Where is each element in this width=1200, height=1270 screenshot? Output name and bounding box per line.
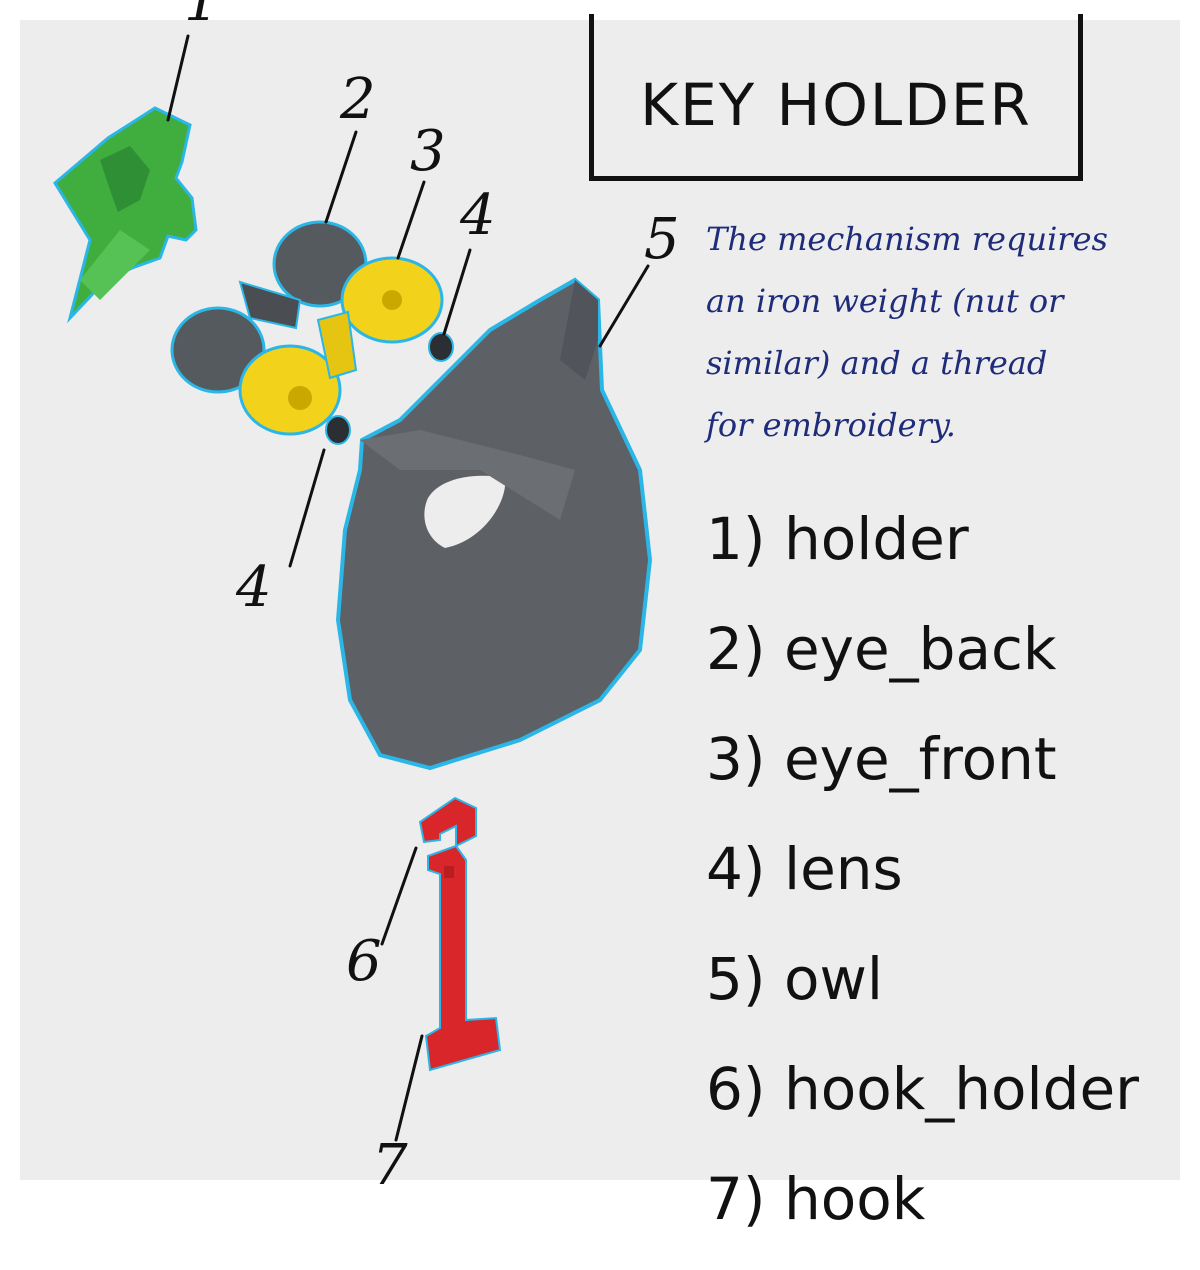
leader-line-7: [394, 1034, 424, 1142]
part-owl: [335, 277, 653, 771]
note-line: similar) and a thread: [706, 344, 1048, 382]
exploded-view-illustration: [20, 20, 1180, 1180]
hook-slot: [444, 866, 454, 878]
lens-right: [428, 332, 454, 362]
owl-ear: [560, 280, 598, 380]
holder-body: [53, 106, 198, 324]
leader-line-2: [324, 130, 358, 224]
eye-back-bridge: [238, 280, 302, 330]
leader-line-3: [396, 180, 426, 260]
note-line: The mechanism requires: [706, 220, 1108, 258]
part-hook: [424, 844, 502, 1072]
parts-list-item: 1) holder: [706, 505, 969, 573]
page-title: KEY HOLDER: [640, 71, 1032, 139]
parts-list-item: 5) owl: [706, 945, 884, 1013]
holder-detail: [100, 146, 150, 212]
holder-leg: [80, 230, 150, 300]
note-line: an iron weight (nut or: [706, 282, 1064, 320]
leader-line-5: [598, 264, 650, 348]
leader-line-1: [166, 34, 190, 122]
leader-line-4b: [288, 448, 326, 568]
parts-list-item: 6) hook_holder: [706, 1055, 1139, 1123]
part-hook-holder: [418, 796, 477, 848]
parts-list-item: 4) lens: [706, 835, 903, 903]
part-eye-front: [238, 256, 444, 436]
part-holder: [53, 106, 198, 324]
eye-front-left-hole: [288, 386, 312, 410]
leader-line-6: [380, 846, 418, 946]
parts-list-item: 7) hook: [706, 1165, 926, 1233]
eye-front-left: [238, 344, 342, 436]
parts-list-item: 2) eye_back: [706, 615, 1057, 683]
leader-lines: [166, 34, 650, 1142]
callout-7: 7: [372, 1133, 408, 1198]
callout-3: 3: [410, 119, 446, 184]
leader-line-4a: [442, 248, 472, 336]
parts-list: 1) holder 2) eye_back 3) eye_front 4) le…: [706, 500, 1139, 1270]
lens-left: [325, 415, 351, 445]
callout-4-right: 4: [460, 183, 496, 248]
callout-1: 1: [184, 0, 220, 34]
callout-5: 5: [644, 207, 680, 272]
eye-front-right-hole: [382, 290, 402, 310]
callout-2: 2: [340, 67, 376, 132]
eye-back-left: [170, 306, 266, 394]
eye-front-hinge: [316, 310, 358, 380]
owl-body: [335, 277, 653, 771]
mechanism-note: The mechanism requires an iron weight (n…: [706, 208, 1176, 456]
parts-list-item: 3) eye_front: [706, 725, 1057, 793]
hook-body: [424, 844, 502, 1072]
title-box: KEY HOLDER: [589, 14, 1083, 181]
note-line: for embroidery.: [706, 406, 956, 444]
owl-brow: [360, 430, 575, 520]
callout-4-left: 4: [236, 555, 272, 620]
callout-6: 6: [346, 929, 382, 994]
diagram-stage: KEY HOLDER The mechanism requires an iro…: [20, 0, 1180, 1233]
owl-eye-hole: [424, 475, 506, 548]
